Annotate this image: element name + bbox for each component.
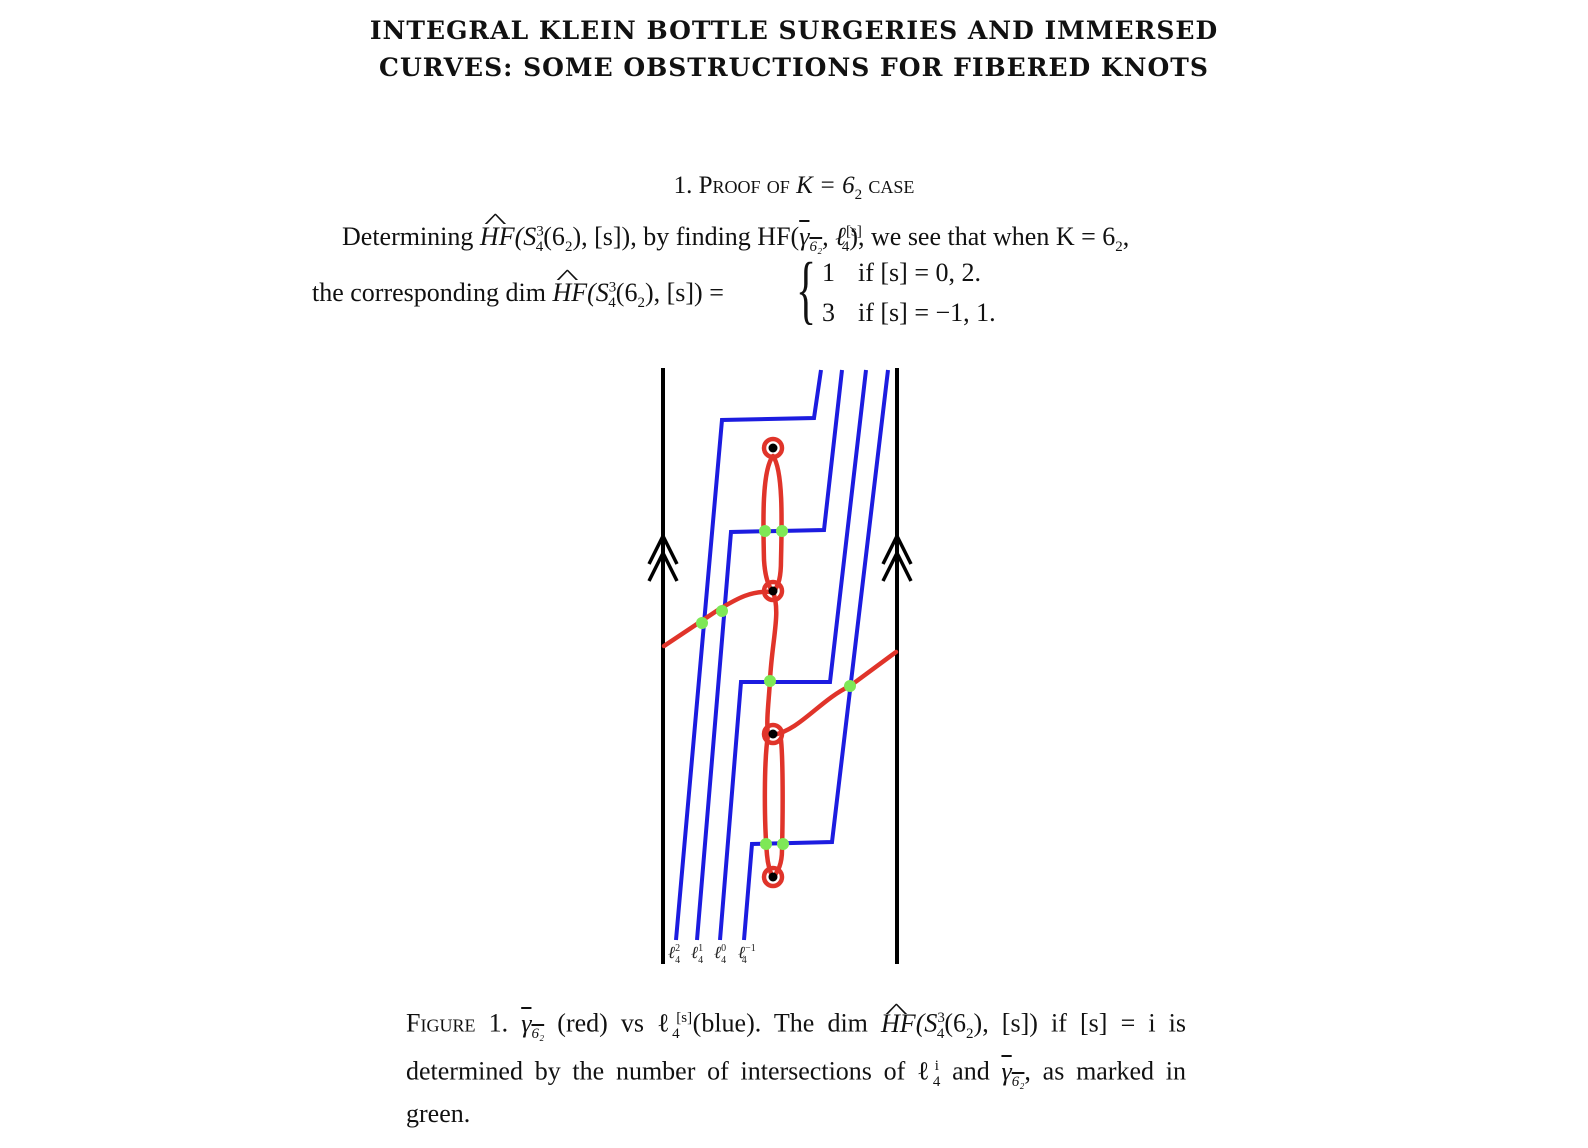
- red-curve-loop-bottom: [762, 732, 785, 881]
- left-arrow-icon: [647, 532, 679, 582]
- gamma-sub: 6₂: [531, 1025, 545, 1042]
- gamma-letter: γ: [799, 222, 810, 251]
- body-math: , ℓ: [822, 222, 847, 251]
- body-text: the corresponding dim: [312, 278, 553, 307]
- blue-curve-l2: [674, 369, 823, 941]
- caption-text-part: , as marked in green.: [406, 1056, 1186, 1128]
- intersection-marker: [777, 838, 789, 850]
- puncture-point: [768, 443, 778, 453]
- intersection-marker: [696, 617, 708, 629]
- case-condition: if [s] = −1, 1.: [858, 298, 996, 327]
- paper-title: INTEGRAL KLEIN BOTTLE SURGERIES AND IMME…: [0, 12, 1588, 86]
- intersection-marker: [764, 675, 776, 687]
- body-sub: 2: [1115, 239, 1123, 256]
- caption-sub: 2: [966, 1025, 974, 1042]
- body-text: ), [s]), by finding HF(: [572, 222, 800, 251]
- caption-text-part: ), [s]) if [s] = i is determined by the …: [406, 1008, 1187, 1086]
- puncture-point: [768, 872, 778, 882]
- red-curve-middle: [765, 589, 779, 738]
- body-sub: 4: [841, 239, 850, 256]
- title-line-1: INTEGRAL KLEIN BOTTLE SURGERIES AND IMME…: [369, 16, 1219, 45]
- gamma-letter: γ: [1001, 1056, 1012, 1086]
- red-ring: [761, 436, 785, 460]
- gamma-letter: γ: [521, 1008, 532, 1038]
- case-row-2: 3 if [s] = −1, 1.: [822, 298, 996, 328]
- red-curve-left-branch: [661, 589, 776, 649]
- caption-sup: [s]: [676, 1010, 693, 1026]
- puncture-point: [768, 729, 778, 739]
- caption-sub: 4: [936, 1025, 945, 1042]
- intersection-marker: [759, 525, 771, 537]
- gamma-sub: 6₂: [1011, 1073, 1025, 1090]
- red-ring: [761, 579, 785, 603]
- hf-hat-symbol: HF: [881, 1009, 916, 1038]
- body-sub: 2: [564, 239, 573, 256]
- caption-text: Figure 1. γ6₂ (red) vs ℓ[s]4 (blue). The…: [406, 1002, 1186, 1130]
- hf-hat-symbol: HF: [480, 222, 515, 251]
- red-curve-right-branch: [770, 649, 899, 738]
- section-heading: 1. Proof of K = 62 case: [0, 172, 1588, 204]
- body-text: ), [s]) =: [644, 278, 724, 307]
- cases-brace: {: [796, 248, 817, 332]
- case-row-1: 1 if [s] = 0, 2.: [822, 258, 981, 288]
- caption-text-part: (blue). The dim: [679, 1008, 882, 1038]
- gamma-sub: 6₂: [809, 239, 823, 256]
- red-ring: [761, 865, 785, 889]
- red-ring: [761, 722, 785, 746]
- figure-caption: Figure 1. γ6₂ (red) vs ℓ[s]4 (blue). The…: [406, 1002, 1186, 1130]
- body-sub: 4: [608, 295, 616, 312]
- caption-sub: 4: [932, 1073, 941, 1090]
- section-number: 1.: [673, 172, 693, 199]
- red-curve-loop-top: [761, 453, 784, 595]
- title-line-2: CURVES: SOME OBSTRUCTIONS FOR FIBERED KN…: [379, 53, 1209, 82]
- body-text: ), we see that when K = 6: [849, 222, 1116, 251]
- puncture-point: [768, 586, 778, 596]
- caption-text-part: (red) vs ℓ: [544, 1008, 677, 1038]
- case-condition: if [s] = 0, 2.: [858, 258, 981, 287]
- body-text: Determining: [342, 222, 480, 251]
- section-title-suffix: case: [868, 172, 915, 199]
- case-value: 1: [822, 258, 835, 287]
- intersection-marker: [844, 680, 856, 692]
- body-sub: 4: [535, 239, 544, 256]
- body-sup: [s]: [846, 223, 862, 240]
- blue-curve-l0: [718, 369, 868, 941]
- caption-text-part: and: [940, 1056, 1002, 1086]
- gamma-symbol: γ6₂: [1001, 1056, 1024, 1090]
- gamma-symbol: γ6₂: [521, 1008, 544, 1042]
- body-text: ,: [1122, 222, 1130, 251]
- section-math: K = 6: [796, 172, 855, 199]
- gamma-symbol: γ6₂: [799, 222, 822, 255]
- body-line-1: Determining HF(S34(62), [s]), by finding…: [342, 222, 1129, 256]
- body-line-2: the corresponding dim HF(S34(62), [s]) =: [312, 278, 724, 312]
- right-arrow-icon: [881, 532, 913, 582]
- section-math-sub: 2: [854, 187, 863, 203]
- caption-label: Figure 1.: [406, 1008, 509, 1038]
- caption-sup: i: [934, 1057, 939, 1074]
- intersection-marker: [716, 605, 728, 617]
- intersection-marker: [760, 838, 772, 850]
- body-sub: 2: [637, 295, 645, 312]
- hf-hat-symbol: HF: [552, 278, 587, 307]
- caption-sub: 4: [672, 1025, 680, 1042]
- blue-curve-lm1: [742, 369, 890, 941]
- case-value: 3: [822, 298, 835, 327]
- intersection-marker: [776, 525, 788, 537]
- section-title-prefix: Proof of: [698, 172, 790, 199]
